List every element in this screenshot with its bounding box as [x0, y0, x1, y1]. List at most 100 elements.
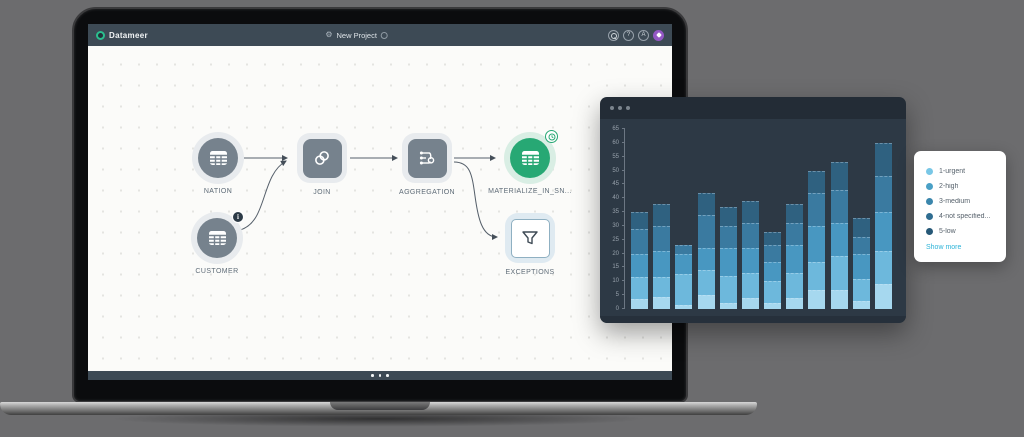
- legend-item-label: 3-medium: [939, 198, 971, 205]
- legend-item[interactable]: 3-medium: [926, 194, 996, 209]
- stacked-bar[interactable]: [764, 231, 782, 309]
- node-exceptions[interactable]: EXCEPTIONS: [505, 213, 555, 276]
- help-icon[interactable]: ?: [623, 29, 634, 41]
- bar-segment: [653, 203, 671, 226]
- bar-segment: [874, 212, 892, 251]
- header-icons: ? A: [608, 29, 664, 41]
- project-title-group[interactable]: ⚙ New Project: [325, 24, 388, 46]
- bar-segment: [874, 250, 892, 285]
- info-badge-icon[interactable]: i: [232, 211, 244, 223]
- stacked-bar[interactable]: [741, 201, 759, 309]
- bar-segment: [697, 192, 715, 215]
- app-footer-bar: [88, 371, 672, 380]
- bar-segment: [764, 281, 782, 304]
- y-tick-label: 40: [612, 195, 619, 202]
- show-more-link[interactable]: Show more: [926, 244, 962, 251]
- brand[interactable]: Datameer: [96, 30, 148, 40]
- stacked-bar[interactable]: [808, 170, 826, 309]
- page-dot[interactable]: [386, 374, 389, 377]
- y-tick-label: 0: [615, 306, 619, 312]
- page-dot[interactable]: [371, 374, 374, 377]
- node-label: EXCEPTIONS: [505, 269, 555, 276]
- bar-segment: [852, 300, 870, 309]
- page-dot[interactable]: [378, 374, 382, 377]
- bar-segment: [697, 214, 715, 249]
- y-tick-label: 45: [612, 181, 619, 188]
- legend-item[interactable]: 4-not specified...: [926, 209, 996, 224]
- legend-item-label: 2-high: [939, 183, 959, 190]
- bar-segment: [653, 277, 671, 297]
- legend-item[interactable]: 2-high: [926, 179, 996, 194]
- account-icon[interactable]: A: [638, 29, 649, 41]
- legend-item[interactable]: 1-urgent: [926, 164, 996, 179]
- stacked-bar[interactable]: [719, 206, 737, 309]
- stacked-bar[interactable]: [852, 217, 870, 309]
- node-label: MATERIALIZE_IN_SN...: [488, 188, 572, 195]
- bar-segment: [830, 162, 848, 190]
- app-header: Datameer ⚙ New Project ? A: [88, 24, 672, 46]
- node-label: CUSTOMER: [195, 268, 239, 275]
- y-tick-mark: [622, 266, 625, 268]
- stacked-bar[interactable]: [697, 192, 715, 309]
- chart-plot: [625, 129, 896, 309]
- bar-segment: [653, 250, 671, 278]
- project-title: New Project: [336, 30, 377, 40]
- legend-color-dot-icon: [926, 183, 933, 190]
- bar-segment: [874, 142, 892, 177]
- y-tick-label: 35: [612, 209, 619, 216]
- stacked-bar[interactable]: [653, 203, 671, 309]
- legend-color-dot-icon: [926, 213, 933, 220]
- bar-segment: [719, 248, 737, 276]
- bar-segment: [786, 223, 804, 246]
- bar-segment: [852, 237, 870, 254]
- brand-name: Datameer: [109, 30, 148, 40]
- bar-segment: [653, 296, 671, 309]
- bar-segment: [786, 297, 804, 309]
- user-avatar[interactable]: [653, 29, 664, 41]
- bar-segment: [741, 248, 759, 274]
- bar-segment: [741, 273, 759, 298]
- bar-segment: [719, 206, 737, 226]
- stacked-bar[interactable]: [786, 203, 804, 309]
- bar-segment: [852, 217, 870, 238]
- stacked-bar[interactable]: [631, 212, 648, 309]
- bar-segment: [874, 284, 892, 309]
- y-tick-mark: [622, 169, 625, 171]
- y-tick-mark: [622, 197, 625, 199]
- bar-segment: [631, 212, 648, 229]
- search-icon[interactable]: [608, 29, 619, 41]
- y-tick-label: 50: [612, 167, 619, 174]
- bar-segment: [764, 245, 782, 262]
- window-control-icon[interactable]: [618, 106, 622, 110]
- legend-item[interactable]: 5-low: [926, 224, 996, 239]
- node-materialize[interactable]: MATERIALIZE_IN_SN...: [488, 130, 571, 195]
- node-aggregation[interactable]: AGGREGATION: [399, 133, 455, 196]
- bar-segment: [808, 261, 826, 290]
- y-tick-mark: [622, 238, 625, 240]
- stacked-bar[interactable]: [830, 162, 848, 309]
- datameer-logo-icon: [96, 30, 105, 40]
- y-tick-mark: [622, 294, 625, 296]
- stacked-bar[interactable]: [675, 245, 693, 309]
- window-control-icon[interactable]: [626, 106, 630, 110]
- y-tick-mark: [622, 211, 625, 213]
- bar-segment: [631, 277, 648, 300]
- legend-card: 1-urgent 2-high 3-medium 4-not specified...…: [914, 151, 1006, 262]
- chart-window-titlebar[interactable]: [600, 97, 906, 119]
- window-control-icon[interactable]: [610, 106, 614, 110]
- pipeline-canvas[interactable]: NATION: [88, 46, 672, 371]
- bar-segment: [741, 297, 759, 309]
- y-tick-label: 60: [612, 139, 619, 146]
- node-join[interactable]: JOIN: [297, 133, 347, 196]
- y-tick-label: 55: [612, 153, 619, 160]
- bar-segment: [808, 289, 826, 309]
- clock-badge-icon[interactable]: [545, 130, 558, 143]
- bar-segment: [697, 248, 715, 271]
- node-nation[interactable]: NATION: [192, 132, 244, 195]
- node-customer[interactable]: i CUSTOMER: [191, 211, 244, 275]
- stacked-bar[interactable]: [874, 142, 892, 309]
- bar-segment: [830, 223, 848, 257]
- y-tick-mark: [622, 252, 625, 254]
